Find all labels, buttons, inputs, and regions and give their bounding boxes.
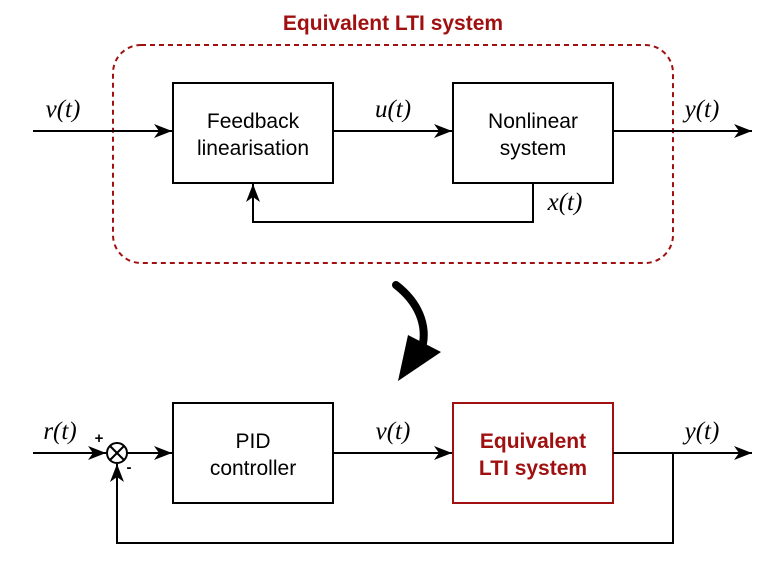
feedback-linearisation-block <box>172 82 334 184</box>
signal-v-label-bottom: v(t) <box>376 418 411 445</box>
pid-controller-label-line1: PID <box>235 430 270 453</box>
summing-junction-icon <box>106 442 128 464</box>
top-diagram: Equivalent LTI system Feedback linearisa… <box>33 12 752 264</box>
state-feedback-arrow <box>246 183 534 223</box>
nonlinear-system-label-line1: Nonlinear <box>488 110 578 133</box>
signal-u-label: u(t) <box>375 96 411 123</box>
pid-controller-block <box>172 402 334 504</box>
summing-plus-sign: + <box>95 430 104 447</box>
signal-y-label-top: y(t) <box>682 96 720 123</box>
equivalent-lti-block <box>452 402 614 504</box>
signal-r-label: r(t) <box>43 418 76 445</box>
feedback-linearisation-label-line2: linearisation <box>197 137 309 160</box>
equivalent-lti-group-frame <box>112 44 674 264</box>
signal-y-label-bottom: y(t) <box>682 418 720 445</box>
nonlinear-system-label-line2: system <box>500 137 567 160</box>
equivalent-lti-label-line2: LTI system <box>479 457 587 480</box>
feedback-linearisation-label-line1: Feedback <box>207 110 300 133</box>
summing-minus-sign: - <box>127 459 132 476</box>
nonlinear-system-block <box>452 82 614 184</box>
equivalent-lti-label-line1: Equivalent <box>480 430 586 453</box>
pid-controller-label-line2: controller <box>210 457 296 480</box>
signal-x-label: x(t) <box>547 189 583 216</box>
bottom-diagram: + - PID controller Equivalent LTI system… <box>33 402 752 544</box>
curved-down-arrow-icon <box>392 281 441 381</box>
output-feedback-arrow <box>110 453 674 544</box>
signal-v-label-top: v(t) <box>46 96 81 123</box>
equivalent-lti-group-title: Equivalent LTI system <box>283 12 503 35</box>
